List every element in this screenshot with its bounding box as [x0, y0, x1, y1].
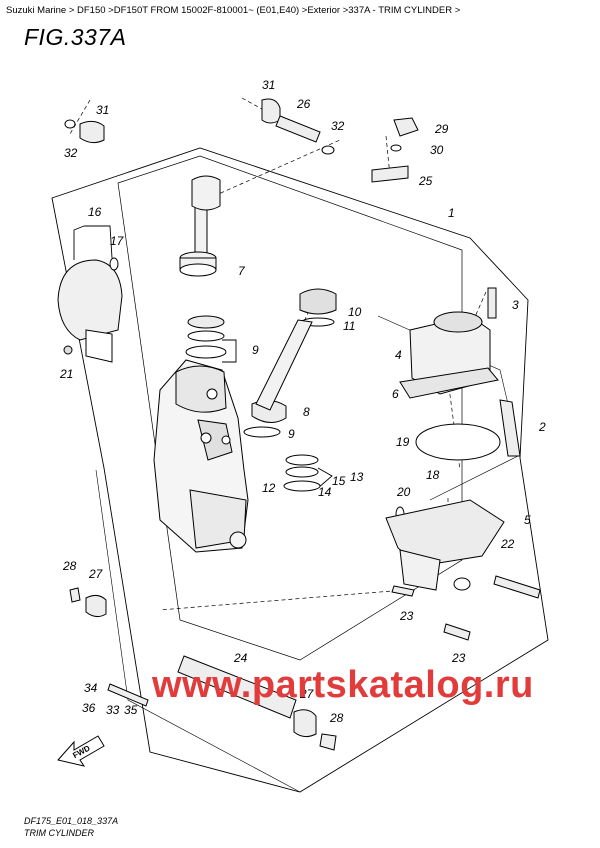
callout-26: 26	[296, 97, 311, 111]
callout-10: 10	[348, 305, 362, 319]
callout-32-left: 32	[64, 146, 78, 160]
callout-23-lower: 23	[451, 651, 466, 665]
callout-25: 25	[418, 174, 433, 188]
callout-15: 15	[332, 474, 346, 488]
callout-11: 11	[343, 319, 355, 333]
callout-5: 5	[524, 513, 531, 527]
callout-9-lower: 9	[288, 427, 295, 441]
callout-35: 35	[124, 703, 138, 717]
callout-16: 16	[88, 205, 102, 219]
callout-2: 2	[538, 420, 546, 434]
callout-33: 33	[106, 703, 120, 717]
callout-27-left: 27	[88, 567, 104, 581]
callout-29: 29	[434, 122, 449, 136]
callout-28-lower: 28	[329, 711, 344, 725]
callout-30: 30	[430, 143, 444, 157]
callout-13: 13	[350, 470, 364, 484]
callout-31-left: 31	[96, 103, 109, 117]
callout-8: 8	[303, 405, 310, 419]
callout-21: 21	[59, 367, 73, 381]
callout-9-upper: 9	[252, 343, 259, 357]
callout-27-lower: 27	[299, 687, 315, 701]
callout-31-upper: 31	[262, 78, 275, 92]
figure-title: FIG.337A	[24, 24, 127, 50]
callout-1: 1	[448, 206, 455, 220]
breadcrumb[interactable]: Suzuki Marine > DF150 >DF150T FROM 15002…	[6, 5, 461, 16]
callout-19: 19	[396, 435, 410, 449]
callout-7: 7	[238, 264, 246, 278]
callout-17: 17	[110, 234, 125, 248]
watermark: www.partskatalog.ru	[152, 664, 534, 706]
callout-28-left: 28	[62, 559, 77, 573]
callout-3: 3	[512, 298, 519, 312]
callout-23-upper: 23	[399, 609, 414, 623]
callout-34: 34	[84, 681, 98, 695]
figure-name: TRIM CYLINDER	[24, 828, 95, 838]
callout-14: 14	[318, 485, 332, 499]
callout-24: 24	[233, 651, 248, 665]
callout-4: 4	[395, 348, 402, 362]
figure-code: DF175_E01_018_337A	[24, 816, 119, 826]
fwd-arrow-icon: FWD	[57, 735, 105, 767]
callout-36: 36	[82, 701, 96, 715]
callout-20: 20	[396, 485, 411, 499]
callout-32-upper: 32	[331, 119, 345, 133]
callout-6: 6	[392, 387, 399, 401]
callout-18: 18	[426, 468, 440, 482]
callout-12: 12	[262, 481, 276, 495]
callout-22: 22	[500, 537, 515, 551]
